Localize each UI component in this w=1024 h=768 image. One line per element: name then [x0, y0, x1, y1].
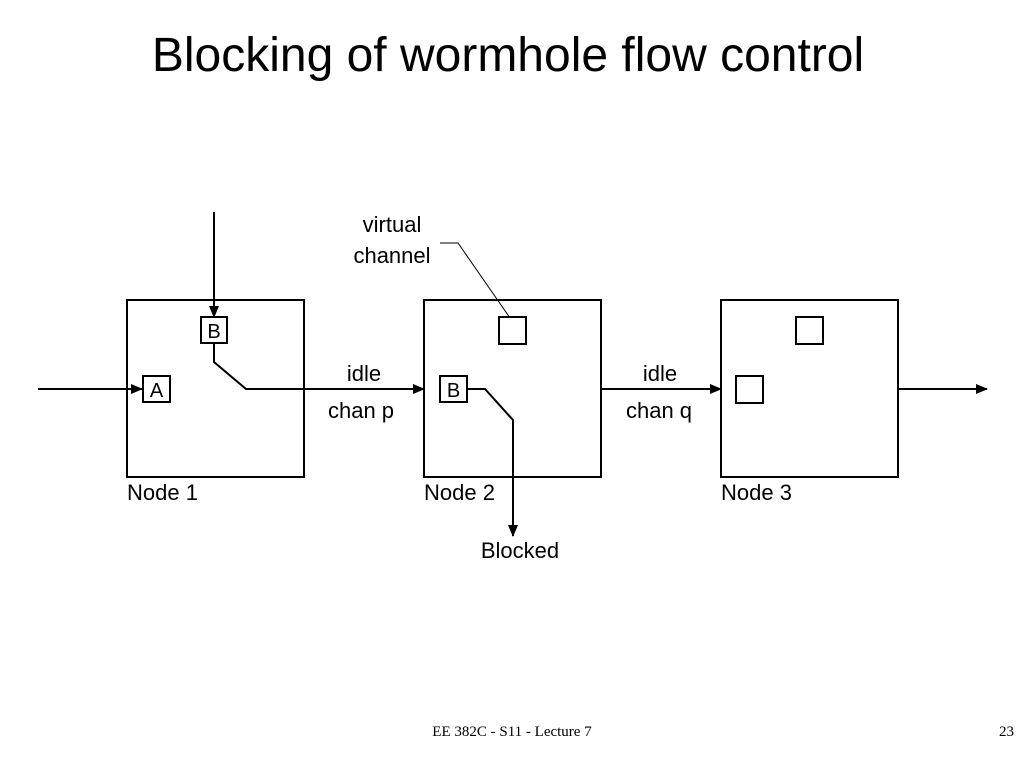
- annotation-line-1: virtual: [363, 212, 422, 237]
- node-3-buffer-left: [735, 375, 764, 404]
- chan-q-status: idle: [643, 361, 677, 386]
- node-1-flit-b: B: [207, 321, 220, 343]
- node-2-label: Node 2: [424, 480, 495, 505]
- chan-q-name: chan q: [626, 398, 692, 423]
- chan-p-name: chan p: [328, 398, 394, 423]
- node-2-route-path: [467, 388, 518, 537]
- node-2-buffer-b: [439, 375, 468, 403]
- node-3-label: Node 3: [721, 480, 792, 505]
- annotation-leader-line: [440, 242, 511, 319]
- node-1-buffer-a: [142, 375, 171, 403]
- node-2-virtual-channel-buffer: [498, 316, 527, 345]
- slide-title: Blocking of wormhole flow control: [151, 29, 865, 82]
- slide-footer: EE 382C - S11 - Lecture 7: [432, 724, 592, 740]
- annotation-line-2: channel: [353, 243, 430, 268]
- node-1-flit-a: A: [150, 380, 164, 402]
- node-1-route-path: [213, 343, 304, 390]
- node-2-flit-b: B: [447, 380, 460, 402]
- page-number: 23: [999, 724, 1014, 740]
- chan-p-status: idle: [347, 361, 381, 386]
- node-3-buffer-top: [795, 316, 824, 345]
- blocked-label: Blocked: [481, 538, 559, 563]
- node-1-label: Node 1: [127, 480, 198, 505]
